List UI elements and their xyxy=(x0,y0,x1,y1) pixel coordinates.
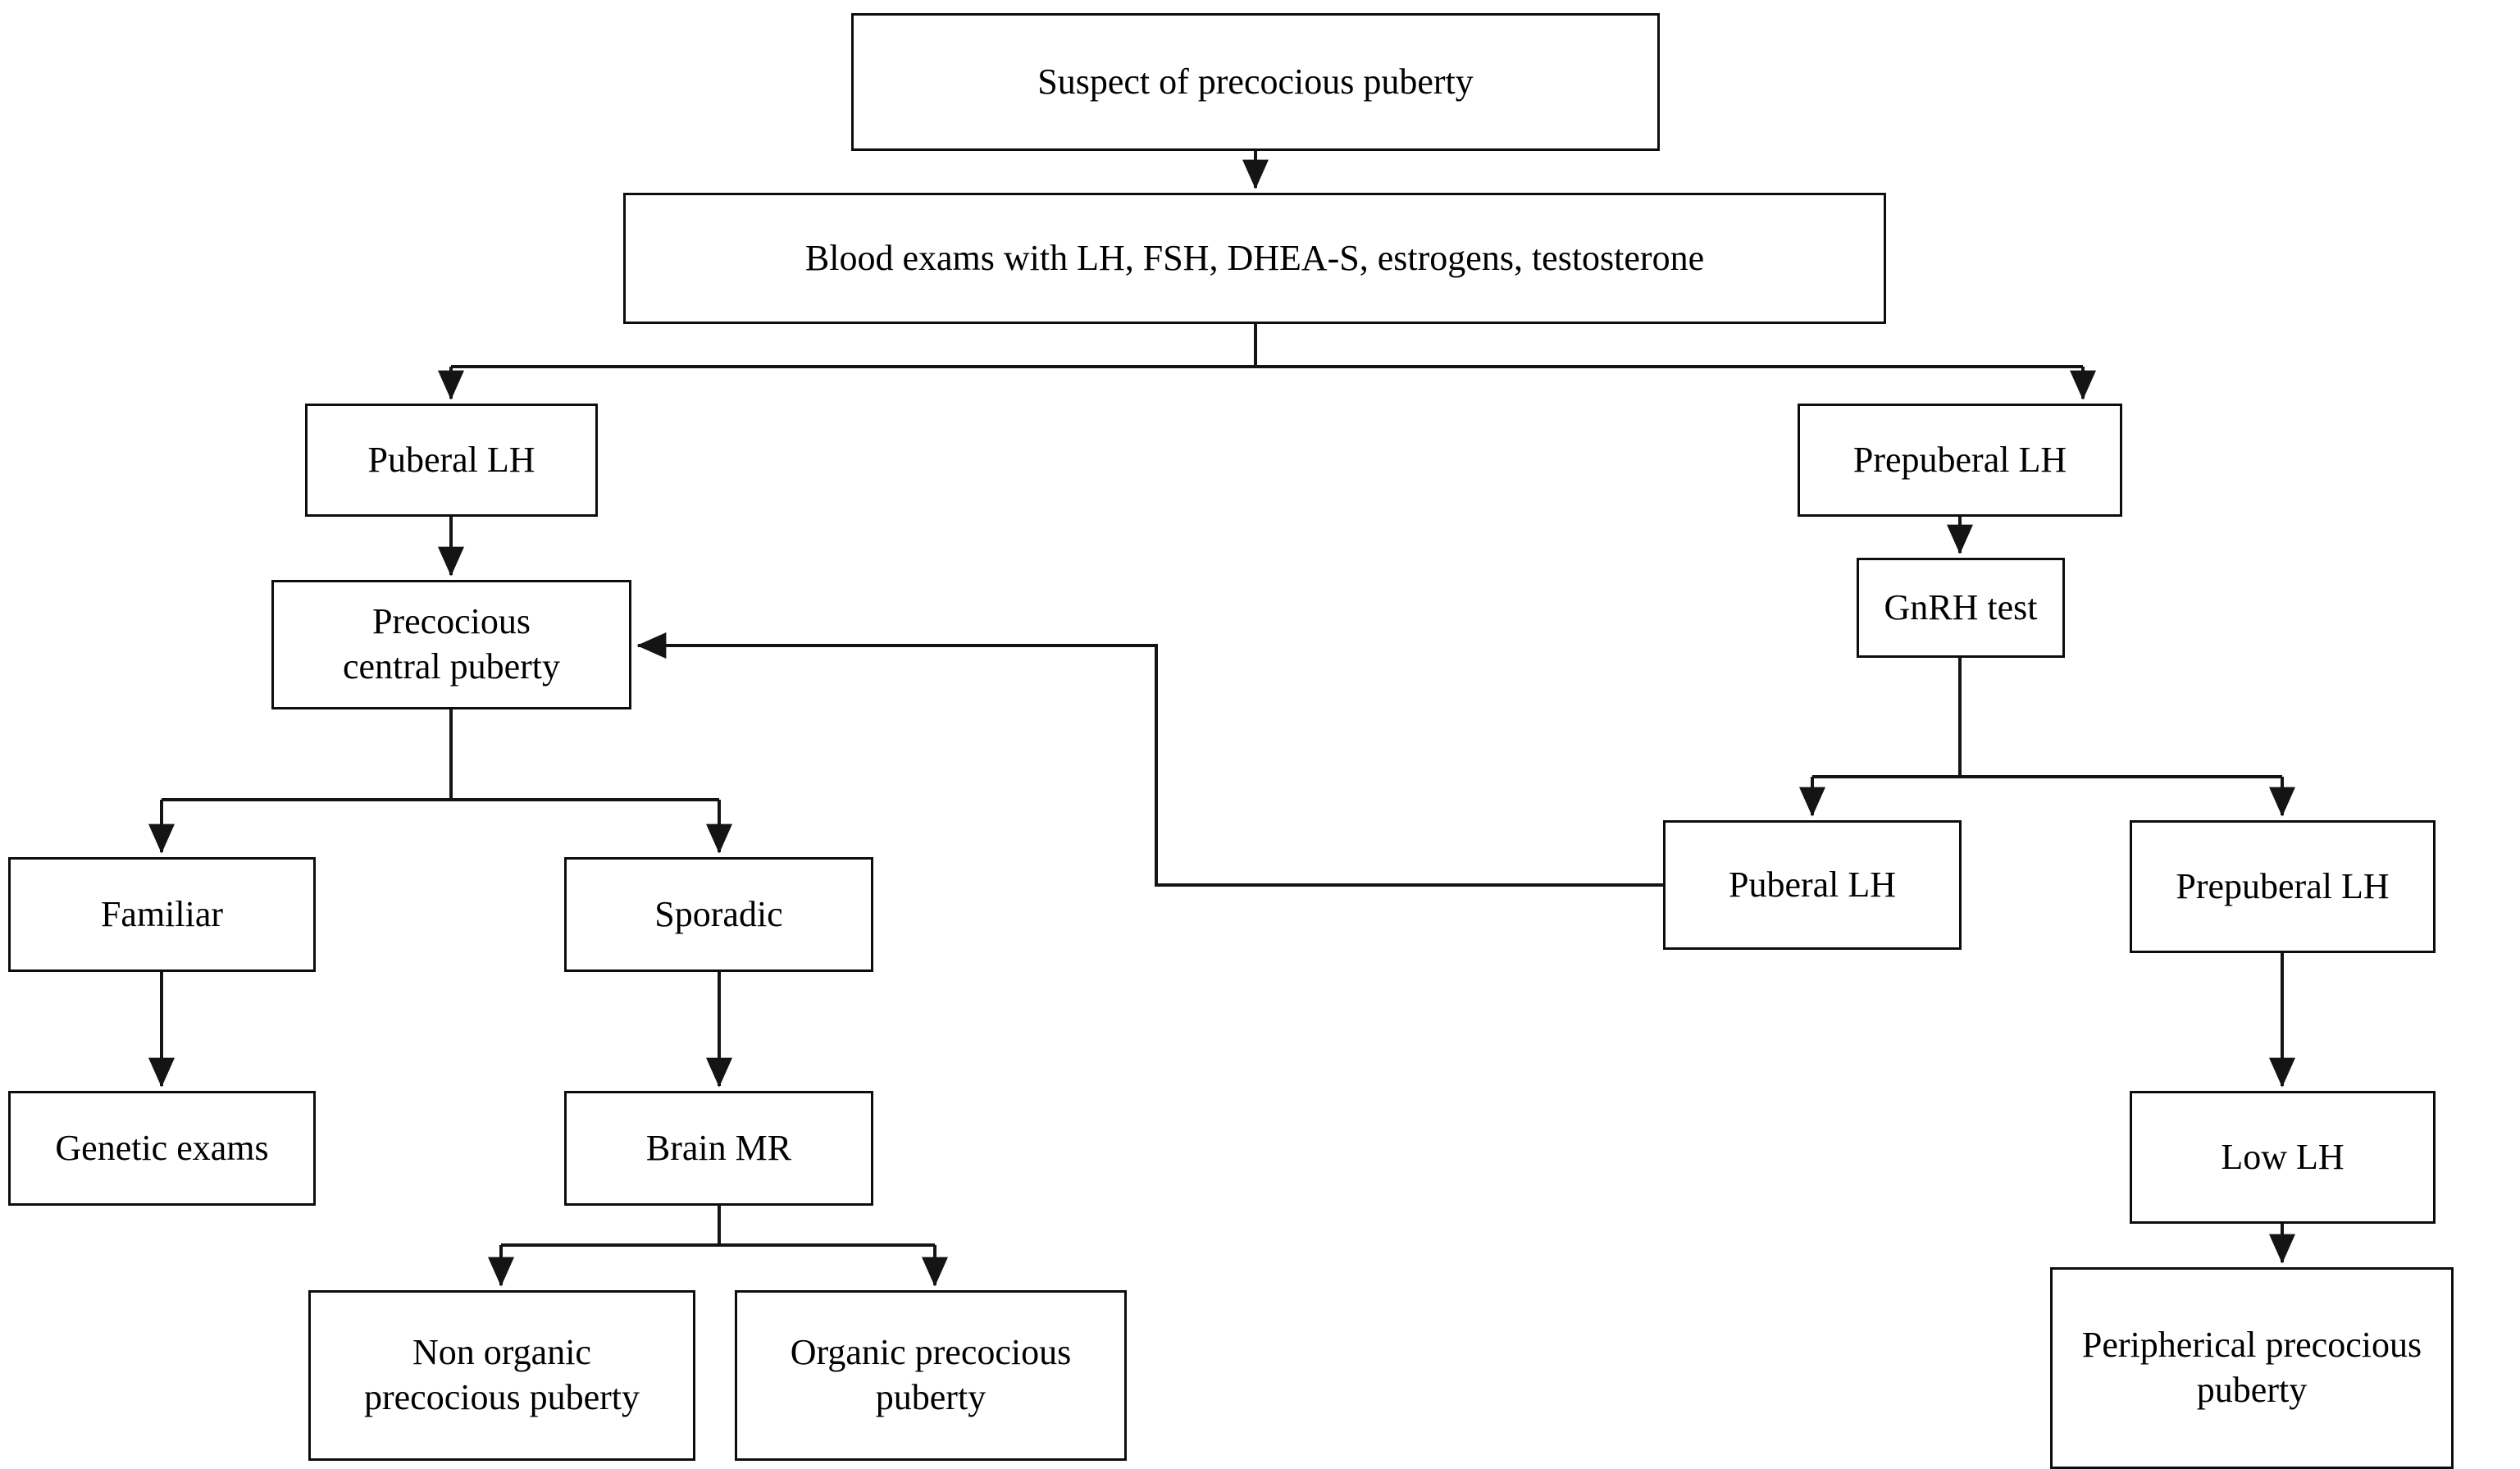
node-label: GnRH test xyxy=(1884,587,2038,628)
node-label: Non organic precocious puberty xyxy=(364,1332,640,1417)
node-gnrh-test[interactable]: GnRH test xyxy=(1857,558,2065,658)
node-low-lh[interactable]: Low LH xyxy=(2130,1091,2436,1224)
node-label: Puberal LH xyxy=(1728,865,1897,906)
node-label: Organic precocious puberty xyxy=(790,1332,1072,1417)
node-label: Peripherical precocious puberty xyxy=(2081,1325,2422,1410)
node-label: Low LH xyxy=(2221,1137,2345,1178)
node-precocious-central-puberty[interactable]: Precocious central puberty xyxy=(271,580,631,709)
node-label: Brain MR xyxy=(645,1128,792,1169)
node-prepuberal-lh-low[interactable]: Prepuberal LH xyxy=(2130,820,2436,953)
node-label: Sporadic xyxy=(654,894,783,935)
node-label: Puberal LH xyxy=(367,440,535,481)
node-label: Familiar xyxy=(100,894,224,935)
node-label: Blood exams with LH, FSH, DHEA-S, estrog… xyxy=(804,238,1705,279)
node-familiar[interactable]: Familiar xyxy=(8,857,316,972)
edge-puberal-lh-right-to-precocious-central xyxy=(636,632,1663,887)
node-label: Prepuberal LH xyxy=(2176,866,2390,907)
node-brain-mr[interactable]: Brain MR xyxy=(564,1091,873,1206)
node-label: Prepuberal LH xyxy=(1852,440,2067,481)
node-non-organic-precocious-puberty[interactable]: Non organic precocious puberty xyxy=(308,1290,695,1461)
node-peripherical-precocious-puberty[interactable]: Peripherical precocious puberty xyxy=(2050,1267,2454,1469)
node-label: Suspect of precocious puberty xyxy=(1037,62,1474,103)
node-label: Precocious central puberty xyxy=(342,601,561,687)
node-genetic-exams[interactable]: Genetic exams xyxy=(8,1091,316,1206)
node-sporadic[interactable]: Sporadic xyxy=(564,857,873,972)
node-blood-exams[interactable]: Blood exams with LH, FSH, DHEA-S, estrog… xyxy=(623,193,1886,324)
node-suspect-of-precocious-puberty[interactable]: Suspect of precocious puberty xyxy=(851,13,1660,151)
node-organic-precocious-puberty[interactable]: Organic precocious puberty xyxy=(735,1290,1127,1461)
node-puberal-lh-right[interactable]: Puberal LH xyxy=(1663,820,1962,950)
node-puberal-lh-left[interactable]: Puberal LH xyxy=(305,404,598,517)
node-label: Genetic exams xyxy=(55,1128,269,1169)
node-prepuberal-lh-top[interactable]: Prepuberal LH xyxy=(1798,404,2122,517)
